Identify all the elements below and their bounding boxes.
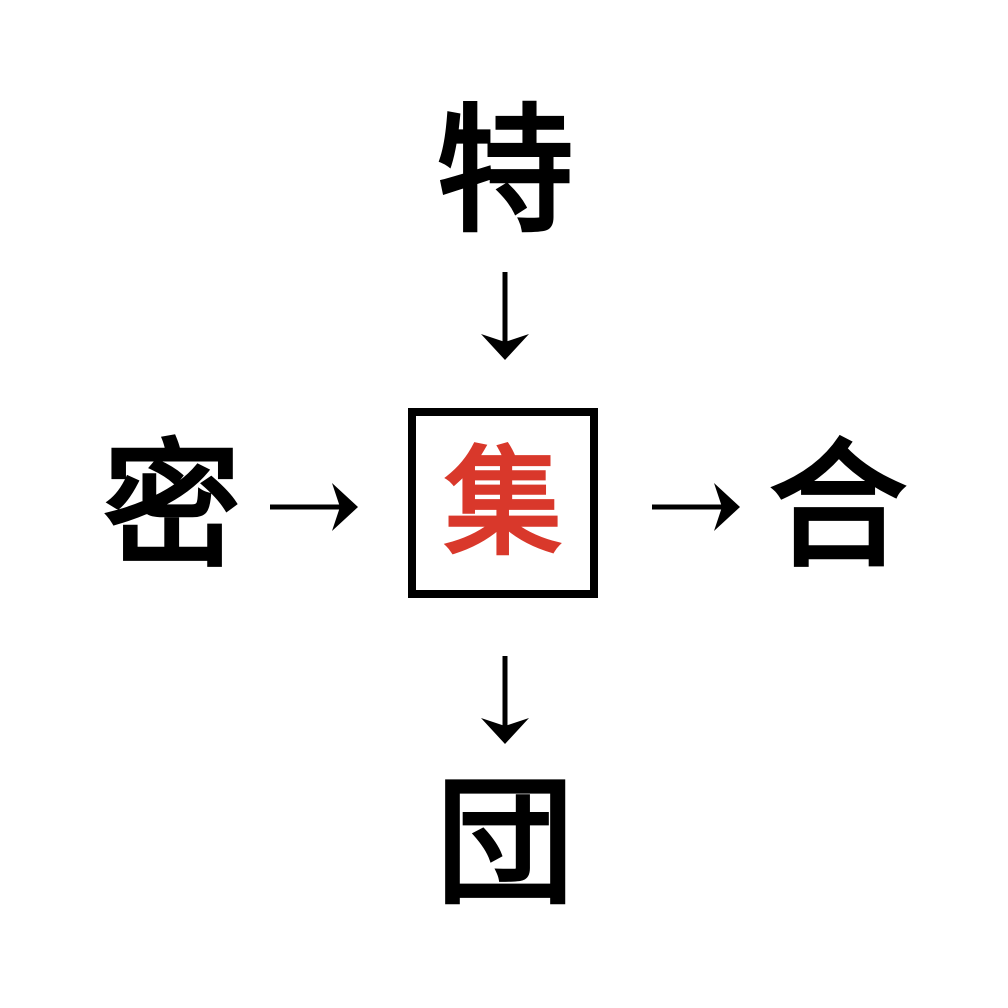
- kanji-left: 密: [102, 426, 242, 587]
- arrow-down-icon: [481, 272, 529, 360]
- arrow-down-icon: [481, 656, 529, 744]
- kanji-bottom: 団: [435, 763, 575, 924]
- kanji-center: 集: [443, 434, 562, 572]
- arrow-right-icon: [652, 483, 740, 531]
- answer-box: 集: [408, 408, 598, 598]
- kanji-right: 合: [768, 426, 908, 587]
- arrow-right-icon: [270, 483, 358, 531]
- kanji-top: 特: [435, 91, 575, 252]
